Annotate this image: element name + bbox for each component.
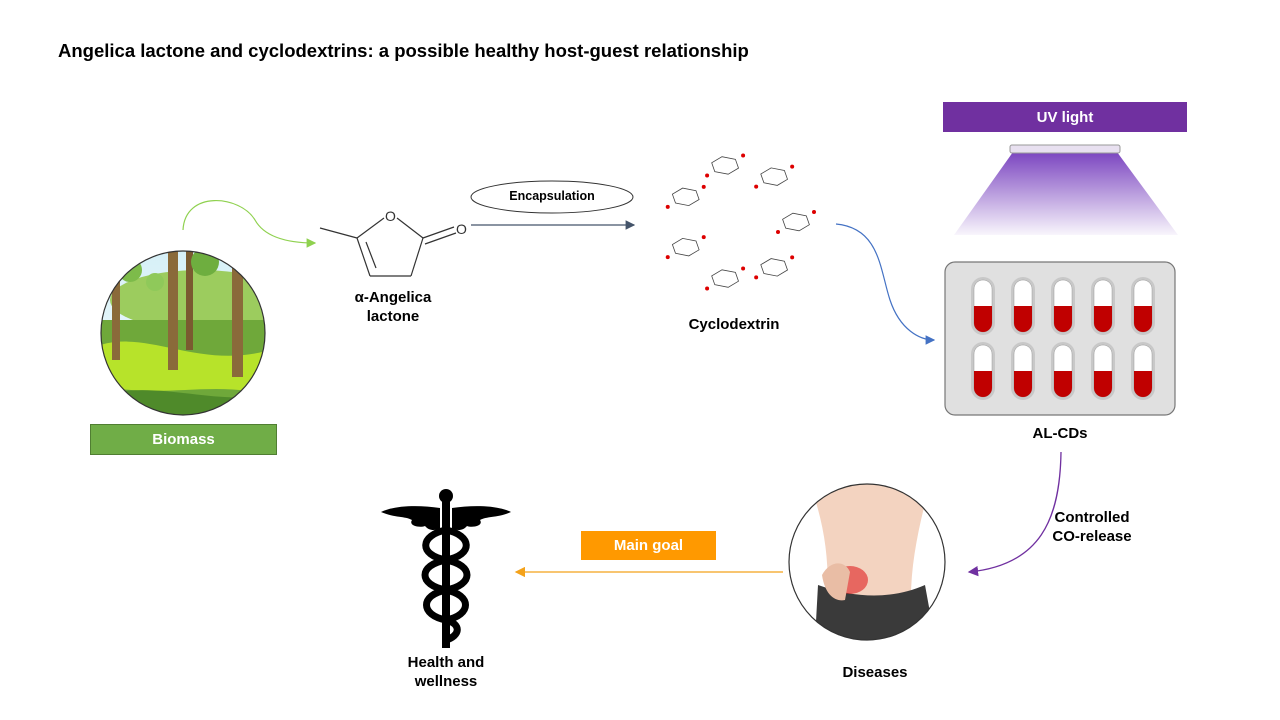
capsule	[1051, 342, 1075, 400]
hydroxyl-mark	[701, 235, 706, 240]
glucose-unit	[671, 187, 700, 207]
arrow-biomass-to-lactone	[182, 200, 317, 248]
cyclodextrin-label: Cyclodextrin	[688, 316, 780, 333]
health-label-line1: Health and	[407, 654, 485, 671]
hydroxyl-mark	[812, 210, 816, 214]
hydroxyl-mark	[741, 266, 746, 271]
capsule	[1051, 277, 1075, 335]
controlled-release-line2: CO-release	[1052, 528, 1132, 545]
health-label: Health and wellness	[386, 653, 506, 691]
al-cds-label: AL-CDs	[1032, 425, 1088, 442]
capsule	[1011, 342, 1035, 400]
abdomen-pain-illustration	[789, 484, 945, 640]
hydroxyl-mark	[776, 230, 780, 234]
lactone-label-line1: α-Angelica	[354, 289, 432, 306]
hydroxyl-mark	[790, 255, 795, 260]
capsule	[1091, 342, 1115, 400]
hydroxyl-mark	[754, 184, 759, 189]
glucose-unit	[760, 167, 788, 186]
encapsulation-label: Encapsulation	[509, 189, 595, 203]
ring-oxygen-atom: O	[385, 208, 396, 224]
glucose-unit	[671, 237, 700, 257]
hydroxyl-mark	[665, 204, 670, 209]
controlled-release-line1: Controlled	[1054, 509, 1130, 526]
hydroxyl-mark	[790, 164, 795, 169]
capsule	[971, 342, 995, 400]
page-title: Angelica lactone and cyclodextrins: a po…	[58, 40, 749, 61]
glucose-unit	[711, 269, 739, 288]
glucose-unit	[782, 212, 810, 232]
capsule	[1091, 277, 1115, 335]
capsule	[971, 277, 995, 335]
health-label-line2: wellness	[414, 673, 478, 690]
hydroxyl-mark	[665, 255, 670, 260]
hydroxyl-mark	[705, 173, 710, 178]
capsule	[1131, 342, 1155, 400]
uv-light-label: UV light	[943, 102, 1187, 132]
hydroxyl-mark	[701, 184, 706, 189]
caduceus-icon	[381, 489, 511, 648]
angelica-lactone-structure	[319, 217, 457, 277]
glucose-unit	[711, 156, 739, 175]
hydroxyl-mark	[705, 286, 710, 291]
capsule	[1131, 277, 1155, 335]
arrow-cd-to-alcds	[835, 223, 936, 345]
lactone-label-line2: lactone	[366, 308, 420, 325]
controlled-release-label: Controlled CO-release	[1030, 508, 1154, 546]
uv-lamp-illustration	[954, 144, 1178, 235]
glucose-unit	[760, 258, 788, 277]
cyclodextrin-structure	[665, 153, 816, 291]
hydroxyl-mark	[741, 153, 746, 158]
diseases-label: Diseases	[842, 664, 908, 681]
biomass-label: Biomass	[90, 424, 277, 455]
capsule-blister-pack	[944, 261, 1176, 416]
hydroxyl-mark	[754, 275, 759, 280]
main-goal-label: Main goal	[581, 531, 716, 560]
arrow-co-release	[967, 451, 1062, 577]
forest-illustration	[101, 251, 265, 415]
lactone-label: α-Angelica lactone	[333, 288, 453, 326]
capsule	[1011, 277, 1035, 335]
encapsulation-ellipse	[470, 180, 634, 214]
carbonyl-oxygen-atom: O	[456, 221, 467, 237]
